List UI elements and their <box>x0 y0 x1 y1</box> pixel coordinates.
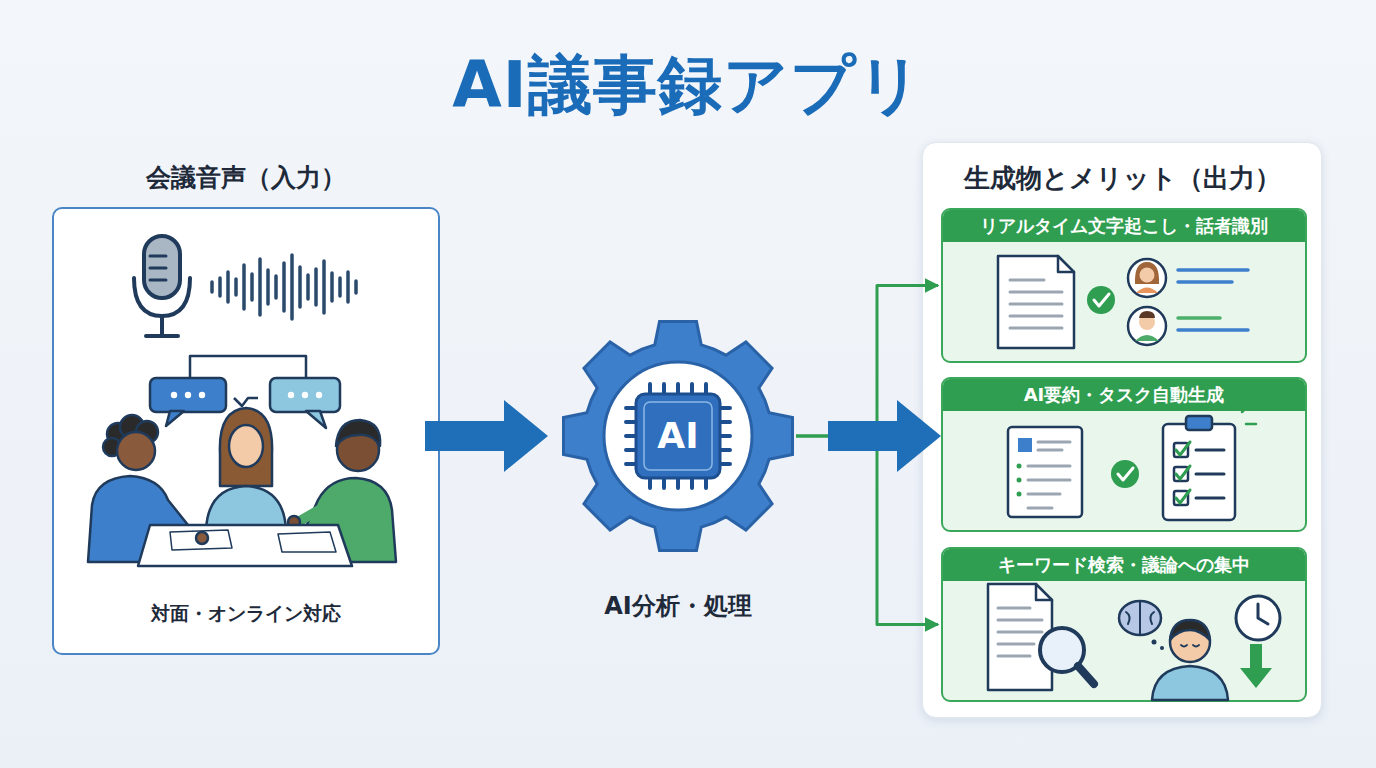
process-caption: AI分析・処理 <box>510 590 846 622</box>
chip-label: AI <box>560 414 796 458</box>
diagram-title: AI議事録アプリ <box>0 42 1376 129</box>
box-heading: AI要約・タスク自動生成 <box>943 379 1305 411</box>
panel-heading: 会議音声（入力） <box>24 161 468 194</box>
panel-note: 対面・オンライン対応 <box>54 601 438 627</box>
branch-arrow <box>796 436 938 625</box>
output-panel: 生成物とメリット（出力） リアルタイム文字起こし・話者識別 AI要約・タスク自動生成… <box>922 142 1322 718</box>
branch-arrow <box>796 286 938 437</box>
flow-arrow <box>425 400 548 472</box>
output-box: AI要約・タスク自動生成 <box>941 377 1307 532</box>
ai-gear: AIAI分析・処理 <box>560 318 796 554</box>
output-box: キーワード検索・議論への集中 <box>941 547 1307 702</box>
input-panel: 会議音声（入力）対面・オンライン対応 <box>52 207 440 655</box>
panel-heading: 生成物とメリット（出力） <box>923 161 1321 196</box>
box-heading: キーワード検索・議論への集中 <box>943 549 1305 581</box>
output-box: リアルタイム文字起こし・話者識別 <box>941 208 1307 363</box>
box-heading: リアルタイム文字起こし・話者識別 <box>943 210 1305 242</box>
